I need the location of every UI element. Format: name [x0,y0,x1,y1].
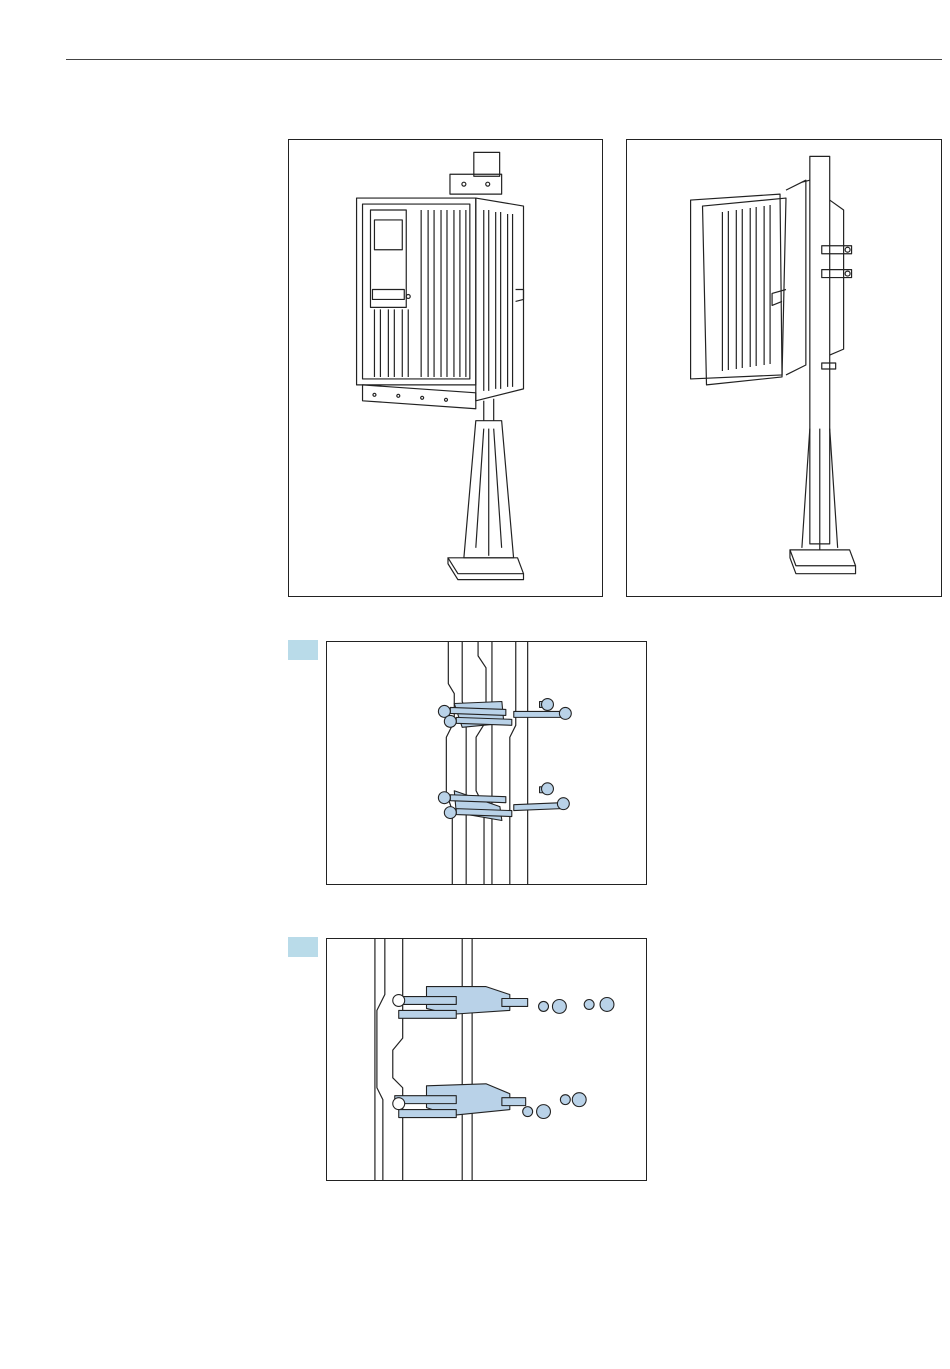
step-marker-2 [288,937,318,957]
ubolt-mount-illustration [327,939,646,1180]
analyzer-front-illustration [289,140,602,596]
figure-step-2-ubolts [326,938,647,1181]
step-marker-1 [288,640,318,660]
bracket-mount-illustration [327,642,646,884]
figure-step-1-bracket [326,641,647,885]
figure-side-view [626,139,942,597]
analyzer-side-illustration [627,140,941,596]
figure-front-view [288,139,603,597]
header-rule [66,59,942,60]
